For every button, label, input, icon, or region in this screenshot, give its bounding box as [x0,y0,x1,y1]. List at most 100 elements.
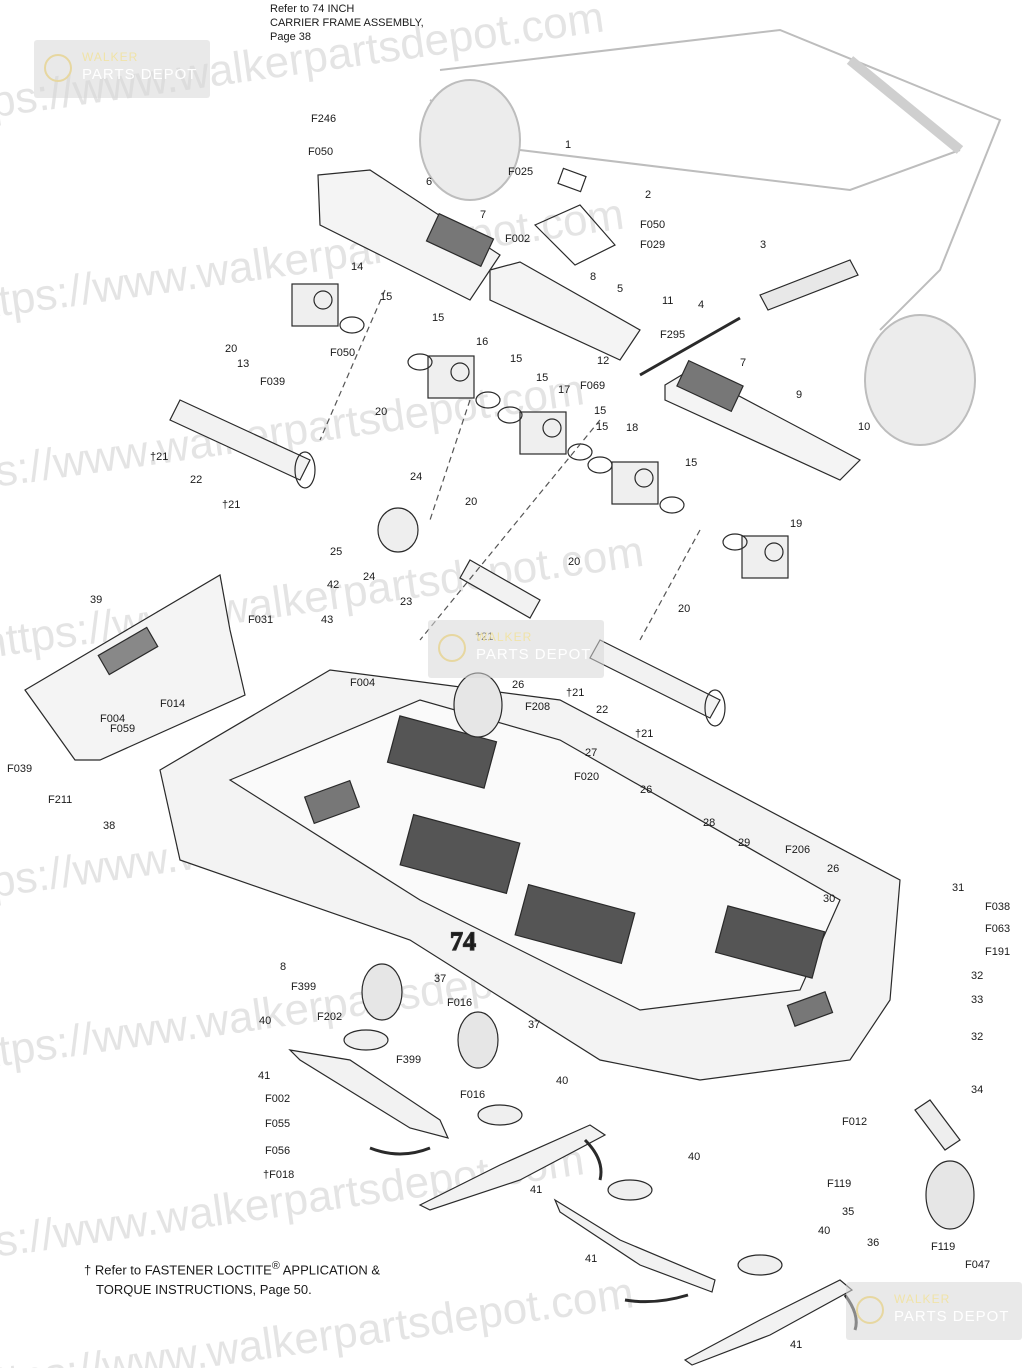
part-callout: F016 [447,997,472,1009]
drive-shield [533,204,616,266]
part-callout: F399 [291,981,316,993]
footnote-text: Refer to FASTENER LOCTITE [94,1262,272,1278]
part-callout: F399 [396,1054,421,1066]
carrier-frame-reference: Refer to 74 INCH CARRIER FRAME ASSEMBLY,… [270,2,424,44]
part-callout: F002 [265,1093,290,1105]
part-callout: 26 [827,863,839,875]
part-callout: 12 [597,355,609,367]
spindle-housing [589,639,721,719]
callout-labels: F246F050671F0252F002F050F02985314152013F… [7,113,1010,1351]
badge-line: WALKER [82,50,139,64]
part-callout: 15 [594,405,606,417]
spindle-housing [459,559,541,619]
gasket [407,353,433,371]
part-callout: 41 [258,1070,270,1082]
gearbox-cover-center [489,261,641,361]
part-callout: F004 [100,713,125,725]
part-callout: 41 [530,1184,542,1196]
part-callout: †21 [222,499,240,511]
reference-line: Page 38 [270,31,311,43]
part-callout: 11 [662,295,673,307]
loctite-footnote: † Refer to FASTENER LOCTITE® APPLICATION… [84,1256,380,1300]
reference-line: CARRIER FRAME ASSEMBLY, [270,17,424,29]
part-callout: 10 [858,421,870,433]
gearbox [519,411,567,455]
carrier-frame [419,28,1002,446]
walker-logo-icon [438,634,466,662]
gasket [339,316,365,334]
warning-decal [786,991,834,1027]
part-callout: 7 [740,357,746,369]
badge-line: PARTS DEPOT [894,1308,1010,1325]
part-callout: 26 [640,784,652,796]
watermark-badge: WALKER PARTS DEPOT [428,620,604,678]
registered-mark: ® [271,1260,280,1272]
part-callout: F191 [985,946,1010,958]
walker-logo-icon [44,54,72,82]
part-callout: 25 [330,546,342,558]
caster-fork [914,1099,961,1151]
chute-decal [97,626,159,676]
part-callout: 38 [103,820,115,832]
watermark-badge: WALKER PARTS DEPOT [846,1282,1022,1340]
mower-blade [288,1049,450,1139]
part-callout: 15 [510,353,522,365]
part-callout: F050 [640,219,665,231]
watermark-badge: WALKER PARTS DEPOT [34,40,210,98]
rotation-arrow [369,1146,431,1156]
part-callout: F025 [508,166,533,178]
part-callout: 17 [558,384,570,396]
part-callout: 22 [596,704,608,716]
part-callout: 20 [568,556,580,568]
badge-line: WALKER [476,630,533,644]
deck-size-label: 74 [450,927,476,956]
idler-pulley [377,507,419,553]
traction-grid [514,883,636,965]
part-callout: 24 [363,571,375,583]
caster-wheel [925,1160,975,1230]
part-callout: 7 [480,209,486,221]
traction-decal [676,359,744,413]
part-callout: F119 [931,1241,955,1253]
part-callout: F038 [985,901,1010,913]
part-callout: 29 [738,837,750,849]
gearbox [611,461,659,505]
part-callout: 20 [465,496,477,508]
caster-wheel [453,672,503,738]
part-callout: F004 [350,677,375,689]
badge-line: PARTS DEPOT [476,646,592,663]
decal-plate [557,167,587,193]
part-callout: F211 [48,794,72,806]
part-callout: F020 [574,771,599,783]
blade-cup [343,1029,389,1051]
gauge-wheel [457,1011,499,1069]
part-callout: 37 [434,973,446,985]
part-callout: F002 [505,233,530,245]
part-callout: 3 [760,239,766,251]
part-callout: 15 [685,457,697,469]
part-callout: F246 [311,113,336,125]
part-callout: 40 [259,1015,271,1027]
traction-grid [386,715,498,789]
part-callout: 35 [842,1206,854,1218]
part-callout: F069 [580,380,605,392]
part-callout: F047 [965,1259,990,1271]
input-shaft [639,316,741,377]
part-callout: 6 [426,176,432,188]
part-callout: 24 [410,471,422,483]
part-callout: 41 [790,1339,802,1351]
part-callout: 40 [818,1225,830,1237]
blade-cup [477,1104,523,1126]
part-callout: 15 [536,372,548,384]
reference-line: Refer to 74 INCH [270,3,355,15]
traction-grid [714,905,826,979]
part-callout: 1 [565,139,571,151]
part-callout: 32 [971,1031,983,1043]
part-callout: 30 [823,893,835,905]
gasket [659,496,685,514]
part-callout: 20 [225,343,237,355]
part-callout: 23 [400,596,412,608]
spindle-pulley [294,451,316,489]
part-callout: F059 [110,723,135,735]
